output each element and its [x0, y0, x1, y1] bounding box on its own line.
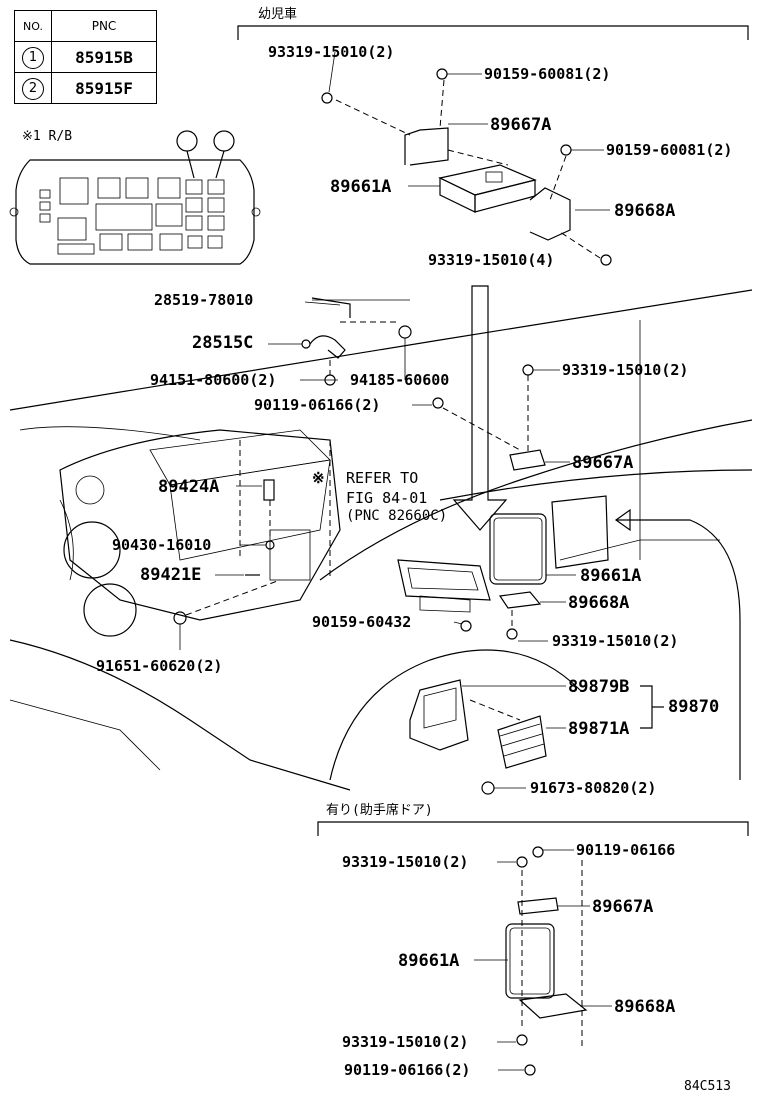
part-label: 90119-06166 [576, 841, 676, 859]
middle-parts [173, 297, 546, 625]
row-no: 2 [22, 77, 44, 100]
part-label: 89870 [668, 697, 720, 717]
part-label: 89668A [568, 593, 630, 613]
refer-note: REFER TO [346, 469, 419, 487]
part-label: 89667A [572, 453, 634, 473]
part-label: 94151-80600(2) [150, 371, 277, 389]
part-label: 89661A [398, 951, 460, 971]
vehicle-body-outline [9, 289, 753, 791]
part-label: 89424A [158, 477, 220, 497]
callout-circles [176, 130, 235, 179]
bottom-ecu-assembly [505, 846, 588, 1076]
header-no: NO. [14, 10, 52, 42]
part-label: 89871A [568, 719, 630, 739]
part-label: 93319-15010(4) [428, 251, 555, 269]
figure-code: 84C513 [684, 1079, 731, 1094]
part-label: 90119-06166(2) [254, 396, 381, 414]
part-label: 93319-15010(2) [562, 361, 689, 379]
part-label: 90430-16010 [112, 536, 212, 554]
part-label: 89667A [592, 897, 654, 917]
bottom-section-title: 有り(助手席ドア) [326, 803, 433, 818]
top-ecu-assembly [321, 51, 612, 266]
top-section-bracket [237, 25, 749, 40]
relay-block-note: ※1 R/B [22, 129, 73, 144]
part-label: 89668A [614, 997, 676, 1017]
part-label: 28515C [192, 333, 254, 353]
part-label: 94185-60600 [350, 371, 450, 389]
part-label: 89661A [330, 177, 392, 197]
module-assembly [409, 679, 547, 795]
part-label: 90159-60432 [312, 613, 412, 631]
middle-ecu [397, 495, 741, 780]
part-label: 91673-80820(2) [530, 779, 657, 797]
part-label: 90159-60081(2) [606, 141, 733, 159]
part-label: 93319-15010(2) [552, 632, 679, 650]
table-row: 2 85915F [14, 72, 157, 104]
part-label: 89661A [580, 566, 642, 586]
bottom-section-bracket [317, 821, 749, 836]
table-header-row: NO. PNC [14, 10, 157, 42]
pnc-table: NO. PNC 1 85915B 2 85915F [14, 10, 157, 104]
top-section-title: 幼児車 [258, 7, 298, 22]
part-label: 89421E [140, 565, 202, 585]
relay-block-drawing [9, 159, 261, 265]
row-pnc: 85915F [51, 72, 157, 104]
part-label: 89879B [568, 677, 630, 697]
part-label: 93319-15010(2) [342, 1033, 469, 1051]
leader-lines [179, 299, 664, 1071]
row-no: 1 [22, 46, 44, 69]
part-label: 91651-60620(2) [96, 657, 223, 675]
refer-note: FIG 84-01 [346, 489, 428, 507]
part-label: 89667A [490, 115, 552, 135]
part-label: 28519-78010 [154, 291, 254, 309]
part-label: 93319-15010(2) [342, 853, 469, 871]
table-row: 1 85915B [14, 41, 157, 73]
row-pnc: 85915B [51, 41, 157, 73]
refer-note: (PNC 82660C) [346, 508, 448, 524]
part-label: 89668A [614, 201, 676, 221]
part-label: 90159-60081(2) [484, 65, 611, 83]
note-mark: ※ [312, 469, 325, 487]
engine-drawing [59, 429, 341, 637]
part-label: 93319-15010(2) [268, 43, 395, 61]
part-label: 90119-06166(2) [344, 1061, 471, 1079]
header-pnc: PNC [51, 10, 157, 42]
